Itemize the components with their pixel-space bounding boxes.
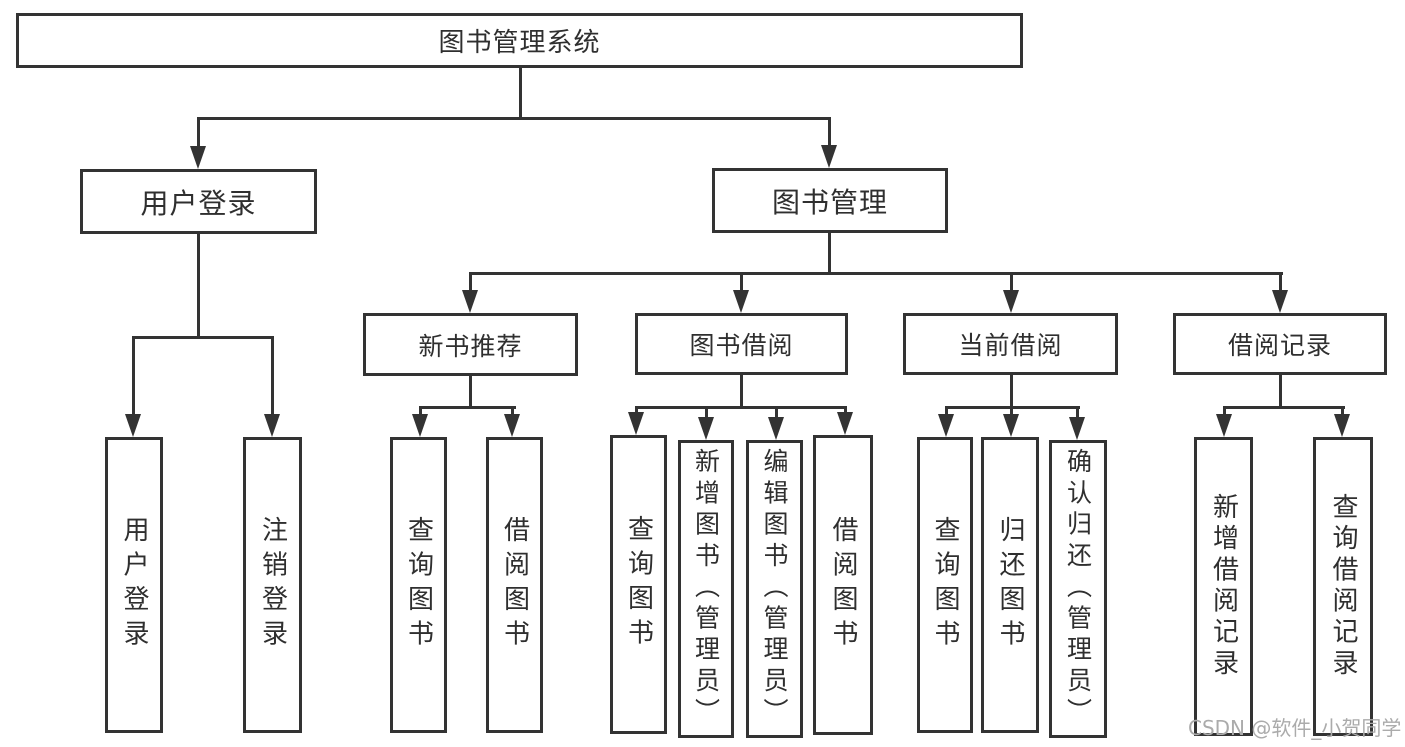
connector-line [132,336,135,418]
arrow-down-icon [190,146,206,169]
connector-line [197,117,200,150]
leaf-add-borrow-record: 新增借阅记录 [1194,437,1253,736]
connector-line [775,406,778,420]
leaf-edit-books-admin-label: 编辑图书（管理员） [760,448,789,730]
connector-line [635,406,847,409]
watermark: CSDN @软件_小贺同学 [1188,716,1402,740]
node-book-borrowing-label: 图书借阅 [689,331,794,360]
arrow-down-icon [1272,290,1288,313]
node-current-borrowing: 当前借阅 [903,313,1118,375]
connector-line [705,406,708,420]
leaf-query-books-recommend-label: 查询图书 [403,515,434,655]
node-user-login: 用户登录 [80,169,317,234]
connector-line [1010,375,1013,409]
connector-line [740,375,743,409]
leaf-query-books-current: 查询图书 [917,437,973,733]
connector-line [132,336,274,339]
arrow-down-icon [768,417,784,440]
connector-line [469,272,1283,275]
node-borrowing-records-label: 借阅记录 [1227,331,1332,360]
node-book-borrowing: 图书借阅 [635,313,848,375]
leaf-borrow-books-borrowing: 借阅图书 [813,435,873,735]
arrow-down-icon [628,412,644,435]
connector-line [1010,272,1013,294]
arrow-down-icon [698,417,714,440]
leaf-add-books-admin: 新增图书（管理员） [678,440,734,738]
connector-line [1223,406,1226,418]
leaf-query-books-borrowing-label: 查询图书 [623,515,654,654]
leaf-logout-label: 注销登录 [257,515,288,655]
arrow-down-icon [821,145,837,168]
connector-line [844,406,847,416]
leaf-borrow-books-recommend: 借阅图书 [486,437,543,733]
connector-line [828,233,831,275]
leaf-add-borrow-record-label: 新增借阅记录 [1208,492,1239,681]
leaf-logout: 注销登录 [243,437,302,733]
connector-line [519,67,522,120]
arrow-down-icon [504,414,520,437]
connector-line [197,234,200,339]
connector-line [419,406,516,409]
connector-line [469,272,472,294]
leaf-query-books-borrowing: 查询图书 [610,435,667,734]
leaf-query-books-current-label: 查询图书 [930,515,960,655]
leaf-query-books-recommend: 查询图书 [390,437,447,733]
connector-line [1010,406,1013,418]
arrow-down-icon [1069,417,1085,440]
leaf-confirm-return-admin-label: 确认归还（管理员） [1063,448,1093,730]
connector-line [740,272,743,294]
arrow-down-icon [125,414,141,437]
connector-line [419,406,422,418]
leaf-query-borrow-record-label: 查询借阅记录 [1328,492,1358,681]
node-book-management: 图书管理 [712,168,948,233]
arrow-down-icon [938,414,954,437]
leaf-return-books: 归还图书 [981,437,1039,733]
node-new-book-recommend-label: 新书推荐 [418,331,523,361]
connector-line [1341,406,1344,418]
node-book-management-label: 图书管理 [771,185,888,219]
arrow-down-icon [1003,414,1019,437]
leaf-borrow-books-recommend-label: 借阅图书 [499,515,530,655]
leaf-borrow-books-borrowing-label: 借阅图书 [828,515,858,655]
leaf-user-login: 用户登录 [105,437,163,733]
leaf-add-books-admin-label: 新增图书（管理员） [691,448,721,730]
connector-line [945,406,948,418]
arrow-down-icon [1003,290,1019,313]
arrow-down-icon [837,412,853,435]
node-new-book-recommend: 新书推荐 [363,313,578,376]
connector-line [197,117,831,120]
arrow-down-icon [733,290,749,313]
leaf-return-books-label: 归还图书 [995,515,1025,655]
connector-line [1076,406,1079,420]
connector-line [511,406,514,418]
leaf-query-borrow-record: 查询借阅记录 [1313,437,1373,736]
leaf-user-login-label: 用户登录 [119,515,149,655]
arrow-down-icon [412,414,428,437]
arrow-down-icon [462,290,478,313]
connector-line [271,336,274,418]
connector-line [1279,375,1282,409]
connector-line [469,375,472,409]
connector-line [1223,406,1345,409]
node-current-borrowing-label: 当前借阅 [958,331,1063,360]
arrow-down-icon [264,414,280,437]
node-user-login-label: 用户登录 [140,186,257,220]
node-root: 图书管理系统 [16,13,1023,68]
connector-line [828,117,831,149]
leaf-confirm-return-admin: 确认归还（管理员） [1049,440,1107,738]
node-borrowing-records: 借阅记录 [1173,313,1387,375]
arrow-down-icon [1334,414,1350,437]
arrow-down-icon [1216,414,1232,437]
leaf-edit-books-admin: 编辑图书（管理员） [746,440,803,738]
node-root-label: 图书管理系统 [438,28,601,58]
connector-line [1279,272,1282,294]
